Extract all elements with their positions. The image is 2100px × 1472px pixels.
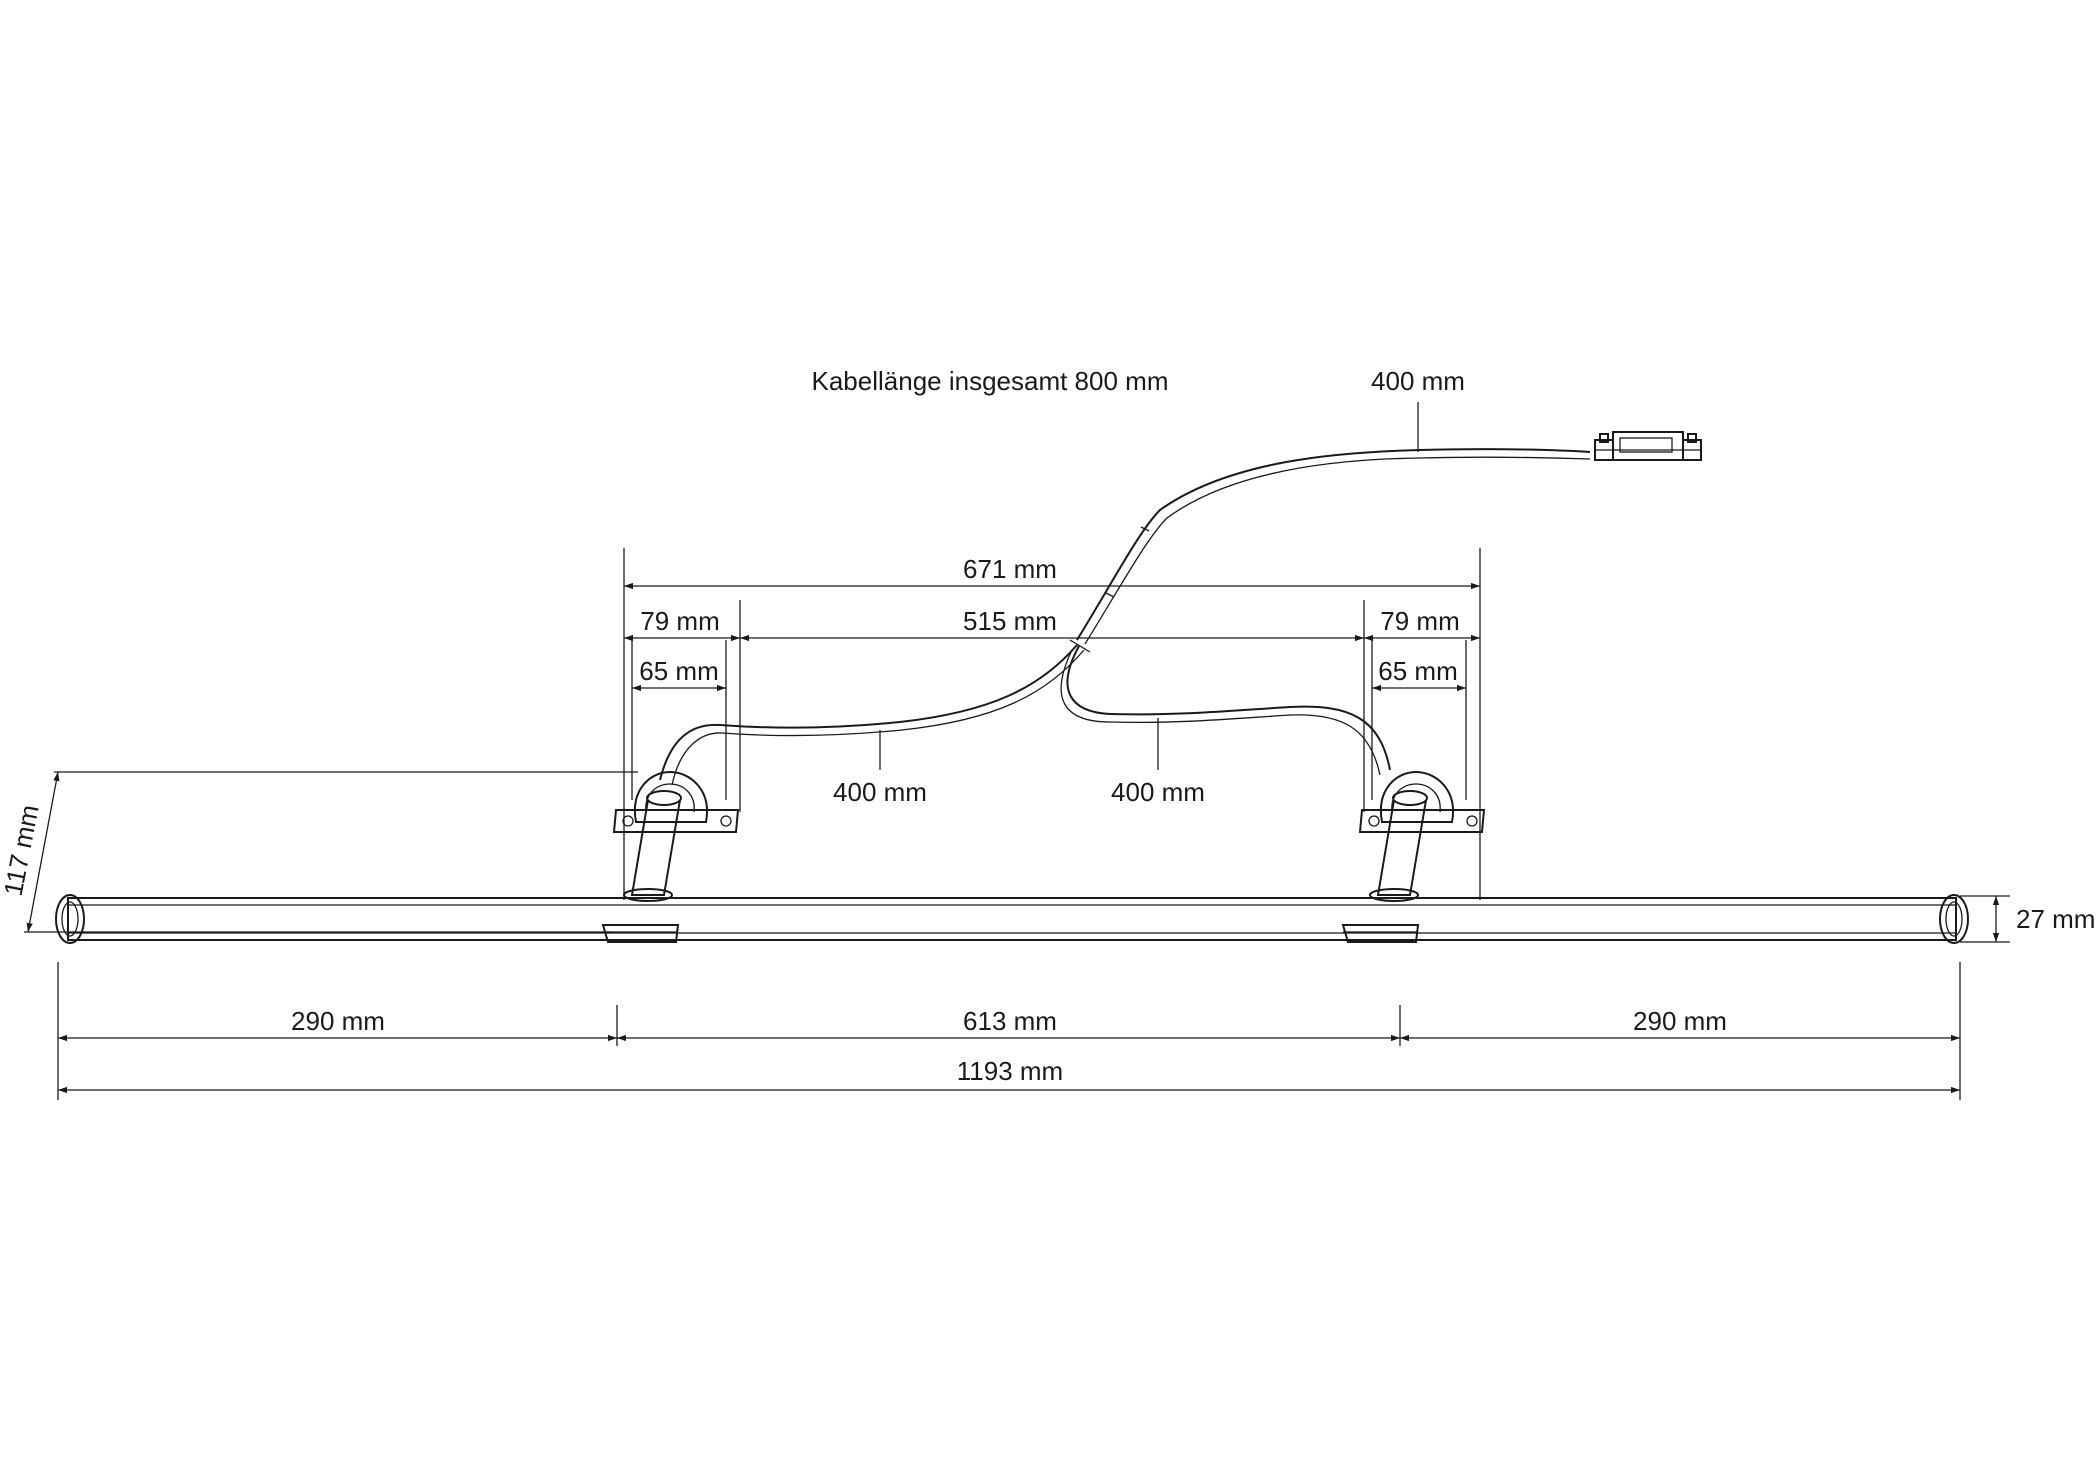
dim-diameter-label: 27 mm <box>2016 904 2095 934</box>
dimensions <box>24 402 2010 1100</box>
left-cable <box>659 644 1078 781</box>
left-arm <box>612 770 740 902</box>
right-cable <box>1066 645 1391 771</box>
dim-end-right-label: 290 mm <box>1633 1006 1727 1036</box>
dim-total-length-label: 1193 mm <box>957 1056 1063 1086</box>
dim-arm-right-label: 79 mm <box>1380 606 1459 636</box>
dim-arm-left-label: 79 mm <box>640 606 719 636</box>
dim-mount-left-label: 65 mm <box>639 656 718 686</box>
dim-mount-right-label: 65 mm <box>1378 656 1457 686</box>
dim-outer-arms-label: 671 mm <box>963 554 1057 584</box>
cable-feed-label: 400 mm <box>1371 366 1465 396</box>
feed-cable <box>1076 448 1591 641</box>
cable-right-label: 400 mm <box>1111 777 1205 807</box>
plug-connector <box>1594 431 1702 461</box>
dim-center-label: 613 mm <box>963 1006 1057 1036</box>
cable <box>659 448 1591 786</box>
dim-end-left-label: 290 mm <box>291 1006 385 1036</box>
lamp-tube <box>55 894 1969 944</box>
labels: Kabellänge insgesamt 800 mm 400 mm 400 m… <box>0 366 2095 1086</box>
right-arm <box>1358 770 1486 902</box>
cable-left-label: 400 mm <box>833 777 927 807</box>
dim-projection-label: 117 mm <box>0 802 45 898</box>
dim-between-arms-label: 515 mm <box>963 606 1057 636</box>
cable-total-label: Kabellänge insgesamt 800 mm <box>812 366 1169 396</box>
